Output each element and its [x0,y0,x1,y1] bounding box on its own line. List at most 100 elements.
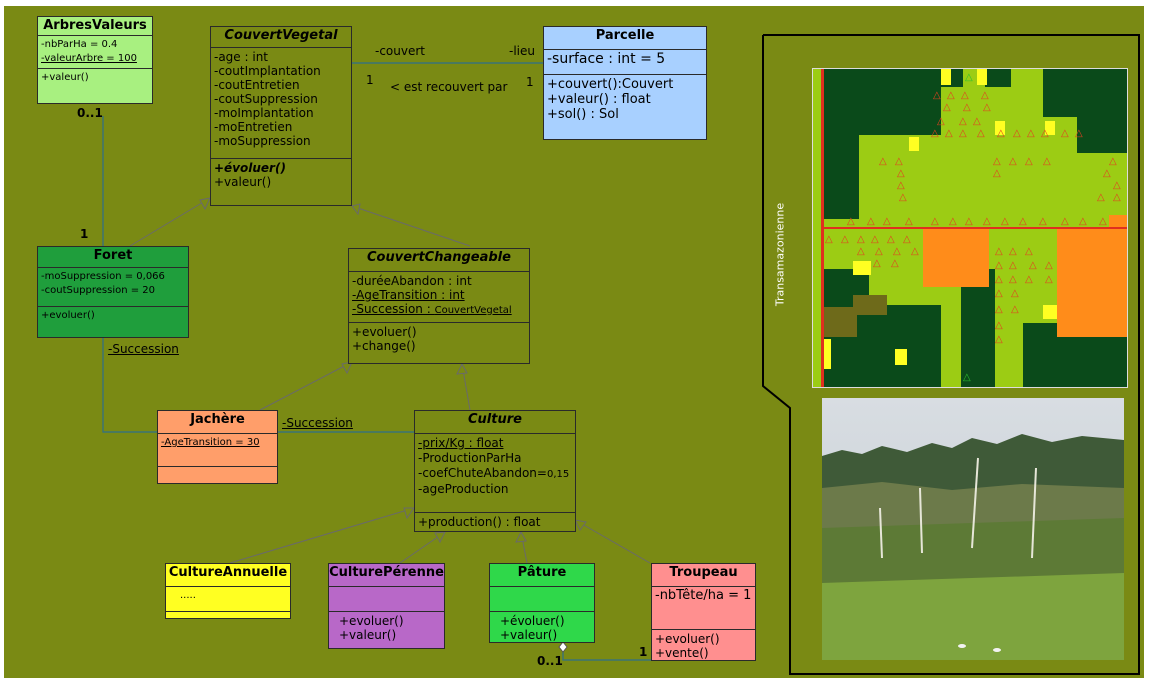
attribute: -coefChuteAbandon=0,15 [418,466,572,482]
triangle-marker: △ [959,116,967,127]
triangle-marker: △ [867,216,875,227]
troupeau-pature-link [562,652,655,661]
triangle-marker: △ [887,234,895,245]
class-name: Parcelle [544,27,706,50]
grid-yellow-cell [941,69,951,85]
triangle-marker: △ [1043,156,1051,167]
class-pature: Pâture +évoluer() +valeur() [489,563,595,643]
class-jachere: Jachère -AgeTransition = 30 [157,410,278,484]
attribute: -moSuppression [214,134,311,148]
attribute: -coutSuppression = 20 [41,285,156,296]
triangle-marker: △ [891,258,899,269]
grid-dark-area [869,305,941,387]
multiplicity: 1 [366,73,374,87]
grid-dark-area [1043,69,1077,117]
operation: +vente() [655,646,709,660]
role-succession: -Succession [282,416,353,430]
triangle-marker: △ [1009,246,1017,257]
triangle-marker: △ [931,128,939,139]
class-name: CultureAnnuelle [166,564,290,587]
triangle-marker: △ [1113,180,1121,191]
class-name: Pâture [490,564,594,587]
operation: +évoluer() [500,614,565,628]
triangle-marker: △ [1025,156,1033,167]
attribute: -moEntretien [214,120,293,134]
triangle-marker: △ [1027,128,1035,139]
triangle-marker: △ [857,234,865,245]
operation: +production() : float [418,515,541,529]
class-culture-perenne: CulturePérenne +evoluer() +valeur() [328,563,445,649]
grid-yellow-cell [909,137,919,151]
grid-dark-area [1077,69,1127,153]
attribute: -age : int [214,50,268,64]
foret-jachere-link [102,338,157,433]
triangle-marker: △ [1011,304,1019,315]
class-name: Foret [38,247,188,268]
triangle-marker: △ [1013,128,1021,139]
map-frame [762,34,1140,675]
class-culture-annuelle: CultureAnnuelle ..... [165,563,291,619]
class-name: CouvertVegetal [211,27,351,48]
triangle-marker: △ [995,334,1003,345]
triangle-marker-green: △ [965,72,973,83]
triangle-marker: △ [897,180,905,191]
attribute: ..... [180,590,196,601]
grid-yellow-cell [977,69,987,85]
attribute: -AgeTransition : int [352,288,465,302]
operation: +valeur() : float [547,92,651,107]
attribute: -Succession : CouvertVegetal [352,302,526,318]
triangle-marker: △ [911,246,919,257]
triangle-marker: △ [1009,260,1017,271]
multiplicity: 1 [639,645,648,659]
class-couvert-changeable: CouvertChangeable -duréeAbandon : int -A… [348,248,530,364]
triangle-marker: △ [961,90,969,101]
triangle-marker: △ [931,216,939,227]
role-lieu: -lieu [509,44,535,58]
attribute: -nbParHa = 0.4 [41,39,118,50]
triangle-marker: △ [977,128,985,139]
triangle-marker: △ [879,156,887,167]
triangle-marker: △ [983,216,991,227]
red-road-horizontal [821,227,1127,229]
multiplicity: 1 [80,227,89,241]
class-culture: Culture -prix/Kg : float -ProductionParH… [414,410,576,532]
triangle-marker: △ [1001,216,1009,227]
triangle-marker: △ [933,90,941,101]
operation: +évoluer() [214,161,286,175]
jachere-generalization [259,361,353,411]
role-couvert: -couvert [375,44,425,58]
triangle-marker: △ [825,234,833,245]
attribute-value: 0,15 [546,469,570,480]
attribute: -surface : int = 5 [547,51,666,67]
triangle-marker-green: △ [963,372,971,383]
triangle-marker: △ [949,216,957,227]
grid-olive-cell [853,295,887,315]
operation: +valeur() [339,628,397,642]
grid-yellow-cell [995,121,1005,135]
class-name: Troupeau [652,564,755,587]
class-arbres-valeurs: ArbresValeurs -nbParHa = 0.4 -valeurArbr… [37,16,153,104]
triangle-marker: △ [995,246,1003,257]
triangle-marker: △ [873,258,881,269]
triangle-marker: △ [995,304,1003,315]
triangle-marker: △ [875,246,883,257]
triangle-marker: △ [1099,216,1107,227]
triangle-marker: △ [945,128,953,139]
triangle-marker: △ [1025,274,1033,285]
triangle-marker: △ [1097,192,1105,203]
triangle-marker: △ [1109,156,1117,167]
troupeau-generalization [574,519,651,564]
triangle-marker: △ [899,192,907,203]
triangle-marker: △ [847,216,855,227]
triangle-marker: △ [857,246,865,257]
operation: +sol() : Sol [547,107,619,122]
operation: +evoluer() [41,310,95,321]
class-name: CulturePérenne [329,564,444,587]
triangle-marker: △ [871,234,879,245]
attribute: -AgeTransition = 30 [161,437,260,448]
multiplicity: 0..1 [77,106,103,120]
triangle-marker: △ [903,234,911,245]
grid-yellow-cell [895,349,907,365]
triangle-marker: △ [993,156,1001,167]
